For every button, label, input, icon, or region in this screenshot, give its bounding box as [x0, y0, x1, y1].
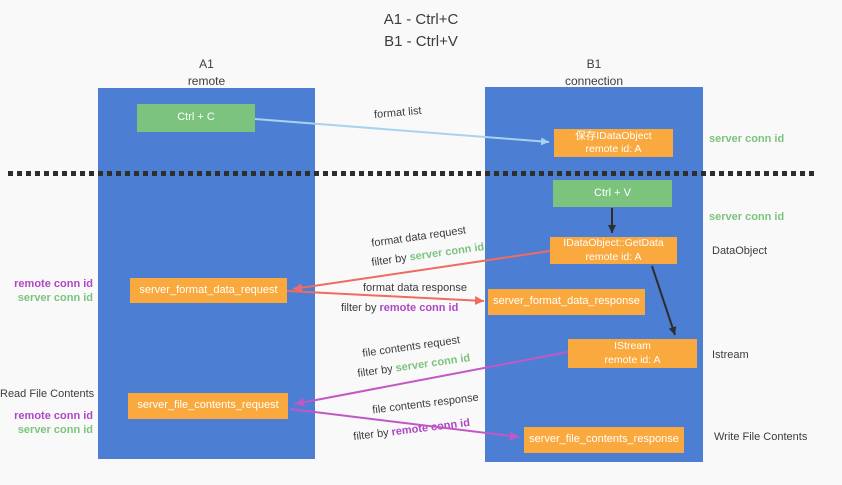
label-file-contents-response: file contents response: [371, 391, 480, 417]
node-server-format-data-response: server_format_data_response: [488, 289, 645, 315]
server-conn-id-text: server conn id: [394, 352, 471, 375]
lifeline-a1-header: A1 remote: [98, 56, 315, 91]
node-idataobject-getdata-line1: IDataObject::GetData: [563, 237, 664, 250]
node-idataobject-getdata: IDataObject::GetData remote id: A: [550, 237, 677, 264]
diagram-title: A1 - Ctrl+C B1 - Ctrl+V: [0, 9, 842, 53]
side-label-server-conn-id-left-bottom: server conn id: [17, 424, 93, 436]
remote-conn-id-text: remote conn id: [379, 302, 459, 314]
side-label-remote-conn-id-left-top: remote conn id: [14, 278, 93, 290]
side-label-istream: Istream: [712, 349, 749, 361]
node-save-idataobject-line1: 保存IDataObject: [575, 129, 652, 142]
node-server-file-contents-request-label: server_file_contents_request: [137, 399, 279, 412]
side-label-write-file-contents: Write File Contents: [714, 431, 808, 443]
label-format-list: format list: [373, 104, 423, 122]
filter-by-text: filter by: [370, 252, 408, 269]
node-server-format-data-request: server_format_data_request: [130, 278, 287, 303]
node-save-idataobject-line2: remote id: A: [585, 143, 642, 155]
node-istream-line2: remote id: A: [604, 353, 661, 366]
node-ctrl-c: Ctrl + C: [137, 104, 255, 132]
filter-by-text: filter by: [341, 302, 377, 314]
title-line-1: A1 - Ctrl+C: [383, 11, 459, 28]
title-line-2: B1 - Ctrl+V: [384, 32, 458, 50]
node-server-format-data-request-label: server_format_data_request: [139, 283, 278, 296]
lifeline-a1-name: A1: [199, 57, 214, 71]
node-ctrl-v: Ctrl + V: [553, 180, 672, 207]
filter-by-text: filter by: [356, 363, 394, 380]
label-format-data-response: format data response: [363, 282, 467, 294]
side-label-server-conn-id-top-right: server conn id: [709, 133, 785, 145]
side-label-server-conn-id-mid-right: server conn id: [709, 211, 785, 223]
side-label-server-conn-id-left-top: server conn id: [17, 292, 93, 304]
node-server-file-contents-response: server_file_contents_response: [524, 427, 684, 453]
node-istream: IStream remote id: A: [568, 339, 697, 368]
remote-conn-id-text: remote conn id: [390, 416, 471, 439]
node-save-idataobject: 保存IDataObject remote id: A: [554, 129, 673, 157]
side-label-read-file-contents: Read File Contents: [0, 388, 95, 400]
lifeline-b1-role: connection: [564, 74, 624, 89]
node-ctrl-c-label: Ctrl + C: [177, 111, 215, 124]
side-label-remote-conn-id-left-bottom: remote conn id: [14, 410, 93, 422]
node-ctrl-v-label: Ctrl + V: [594, 186, 631, 199]
node-idataobject-getdata-line2: remote id: A: [585, 250, 642, 263]
server-conn-id-text: server conn id: [408, 241, 485, 264]
lifeline-b1-name: B1: [586, 57, 602, 71]
node-istream-line1: IStream: [614, 340, 651, 353]
filter-by-text: filter by: [352, 426, 390, 444]
lifeline-b1-header: B1 connection: [485, 56, 703, 91]
lifeline-a1-role: remote: [187, 74, 226, 89]
node-server-file-contents-request: server_file_contents_request: [128, 393, 288, 419]
side-label-dataobject: DataObject: [712, 245, 768, 257]
session-separator-line: [8, 171, 818, 176]
node-server-file-contents-response-label: server_file_contents_response: [529, 433, 679, 446]
node-server-format-data-response-label: server_format_data_response: [493, 295, 640, 308]
